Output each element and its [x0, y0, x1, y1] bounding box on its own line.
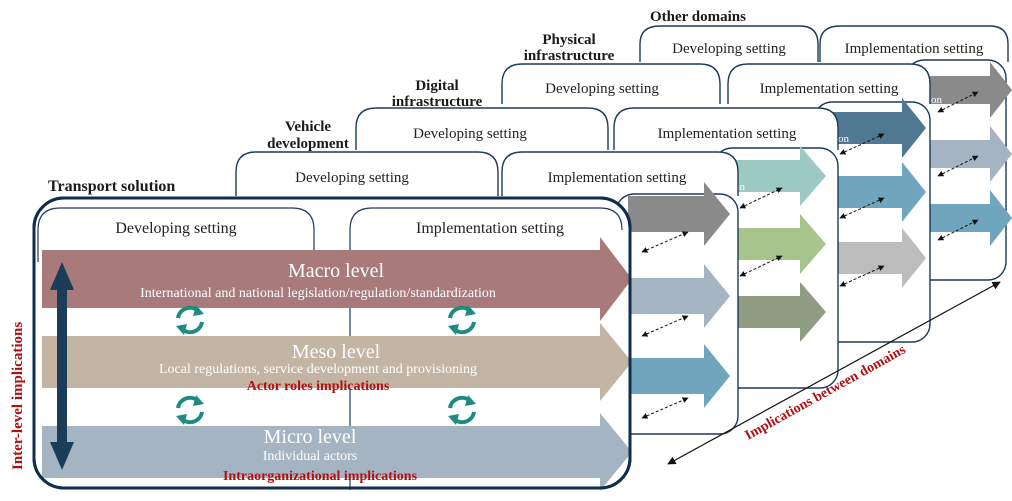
fragment-on: on — [931, 94, 943, 106]
cycle-icon — [176, 395, 204, 425]
inter-level-double-arrow — [50, 262, 74, 470]
vehicle-arrow-1 — [628, 182, 730, 246]
vehicle-title-line2: development — [267, 136, 349, 152]
physical-implementation-label: Implementation setting — [760, 81, 899, 97]
transport-implementation-label: Implementation setting — [416, 220, 564, 237]
inter-level-implications-label: Inter-level implications — [10, 322, 26, 470]
meso-level-subtitle: Local regulations, service development a… — [159, 362, 477, 377]
macro-level-title: Macro level — [288, 260, 385, 282]
macro-level-arrow — [42, 237, 632, 321]
cycle-icon — [176, 305, 204, 335]
physical-title-line1: Physical — [542, 32, 595, 48]
other-domains-title: Other domains — [650, 9, 746, 25]
meso-level-arrow — [42, 323, 632, 401]
fragment-on: on — [630, 229, 642, 241]
meso-level-title: Meso level — [292, 341, 381, 363]
digital-title-line2: infrastructure — [392, 94, 483, 110]
meso-level-implication: Actor roles implications — [247, 379, 390, 394]
physical-title-line2: infrastructure — [524, 48, 615, 64]
micro-level-subtitle: Individual actors — [263, 449, 357, 464]
digital-title-line1: Digital — [415, 78, 458, 94]
domain-other: on Other domains Developing setting Impl… — [639, 9, 1012, 281]
fragment-on: on — [734, 181, 746, 193]
micro-level-implication: Intraorganizational implications — [223, 469, 418, 484]
transport-title: Transport solution — [48, 178, 175, 195]
domain-transport-solution: Transport solution Developing setting Im… — [32, 178, 632, 491]
vehicle-developing-label: Developing setting — [295, 170, 409, 186]
physical-developing-label: Developing setting — [545, 81, 659, 97]
vehicle-implementation-label: Implementation setting — [548, 170, 687, 186]
micro-level-title: Micro level — [264, 426, 357, 448]
domain-vehicle-development: on Vehicle development Developing settin… — [235, 119, 739, 435]
other-developing-label: Developing setting — [672, 41, 786, 57]
between-domains-arrow — [667, 281, 1001, 465]
micro-level-arrow — [42, 413, 632, 491]
other-implementation-label: Implementation setting — [845, 41, 984, 57]
vehicle-title-line1: Vehicle — [285, 119, 331, 135]
transport-developing-label: Developing setting — [115, 220, 236, 237]
cycle-icon — [448, 395, 476, 425]
digital-developing-label: Developing setting — [413, 126, 527, 142]
macro-level-subtitle: International and national legislation/r… — [140, 286, 496, 301]
cycle-icon — [448, 305, 476, 335]
fragment-on: on — [838, 133, 850, 145]
digital-implementation-label: Implementation setting — [658, 126, 797, 142]
